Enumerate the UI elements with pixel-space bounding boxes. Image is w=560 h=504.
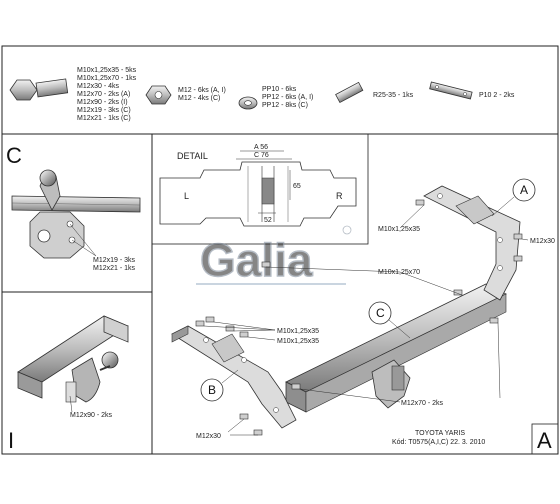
section-a-label: A bbox=[537, 428, 552, 453]
spacer-icon bbox=[335, 81, 364, 104]
right-side-bracket bbox=[423, 185, 521, 301]
view-c-callout: M12x19 - 3ks bbox=[93, 257, 136, 264]
detail-right-label: R bbox=[336, 191, 343, 201]
callout-m12x70: M12x70 - 2ks bbox=[401, 400, 444, 407]
svg-text:C: C bbox=[376, 306, 385, 320]
bolt-spec: M12x21 - 1ks (C) bbox=[77, 115, 131, 122]
detail-dim-c: C 76 bbox=[254, 152, 269, 159]
callout-m10x35-right: M10x1,25x35 bbox=[378, 226, 420, 233]
outer-frame bbox=[1, 45, 559, 455]
spacer-spec: R25-35 - 1ks bbox=[373, 92, 414, 99]
view-c-callout: M12x21 - 1ks bbox=[93, 265, 136, 272]
washer-spec: PP10 - 6ks bbox=[262, 86, 297, 93]
bubble-b: B bbox=[200, 369, 239, 402]
nut-icon bbox=[145, 85, 172, 105]
detail-dim-a: A 56 bbox=[254, 144, 268, 151]
bubble-c: C bbox=[368, 301, 411, 339]
footer-code: Kód: T0575(A,I,C) 22. 3. 2010 bbox=[392, 439, 485, 446]
detail-dim-52: 52 bbox=[264, 217, 272, 224]
view-c-drawing bbox=[11, 169, 141, 259]
nut-spec: M12 - 4ks (C) bbox=[178, 95, 220, 102]
svg-text:B: B bbox=[208, 383, 216, 397]
tow-ball-mount bbox=[371, 359, 411, 409]
bolt-spec: M12x30 - 4ks bbox=[77, 83, 120, 90]
left-side-bracket bbox=[171, 325, 297, 429]
svg-text:A: A bbox=[520, 183, 528, 197]
bolt-spec: M10x1,25x35 - 5ks bbox=[77, 67, 137, 74]
galia-logo: Galia bbox=[196, 225, 352, 287]
bubble-a: A bbox=[491, 178, 536, 217]
detail-left-label: L bbox=[184, 191, 189, 201]
main-crossbar bbox=[285, 283, 507, 413]
section-c-label: C bbox=[6, 143, 22, 168]
nut-spec: M12 - 6ks (A, I) bbox=[178, 87, 226, 94]
bolt-spec: M12x70 - 2ks (A) bbox=[77, 91, 130, 98]
washer-spec: PP12 - 8ks (C) bbox=[262, 102, 308, 109]
bolt-spec: M12x90 - 2ks (I) bbox=[77, 99, 128, 106]
detail-title: DETAIL bbox=[177, 151, 208, 161]
callout-m12x30-top: M12x30 bbox=[530, 238, 555, 245]
bolt-icon bbox=[9, 78, 69, 101]
svg-text:Galia: Galia bbox=[200, 234, 313, 286]
washer-spec: PP12 - 6ks (A, I) bbox=[262, 94, 313, 101]
bolt-spec: M10x1,25x70 - 1ks bbox=[77, 75, 137, 82]
callout-m12x30-bottom: M12x30 bbox=[196, 433, 221, 440]
detail-bracket-drawing bbox=[159, 150, 357, 227]
callout-m10x35-b: M10x1,25x35 bbox=[277, 338, 319, 345]
detail-dim-65: 65 bbox=[293, 183, 301, 190]
section-i-label: I bbox=[8, 428, 14, 453]
bolt-set-graphics bbox=[195, 199, 529, 436]
callout-m10x35: M10x1,25x35 bbox=[277, 328, 319, 335]
footer-model: TOYOTA YARIS bbox=[415, 430, 465, 437]
view-i-callout: M12x90 - 2ks bbox=[70, 412, 113, 419]
callout-m10x70: M10x1,25x70 bbox=[378, 269, 420, 276]
washer-icon bbox=[238, 96, 258, 110]
plate-icon bbox=[429, 81, 473, 100]
view-i-drawing bbox=[17, 315, 129, 413]
detail-frame bbox=[151, 133, 369, 245]
section-a-box bbox=[531, 423, 559, 455]
bolt-list: M10x1,25x35 - 5ks M10x1,25x70 - 1ks M12x… bbox=[77, 67, 137, 122]
plate-spec: P10 2 - 2ks bbox=[479, 92, 515, 99]
bolt-spec: M12x19 - 3ks (C) bbox=[77, 107, 131, 114]
